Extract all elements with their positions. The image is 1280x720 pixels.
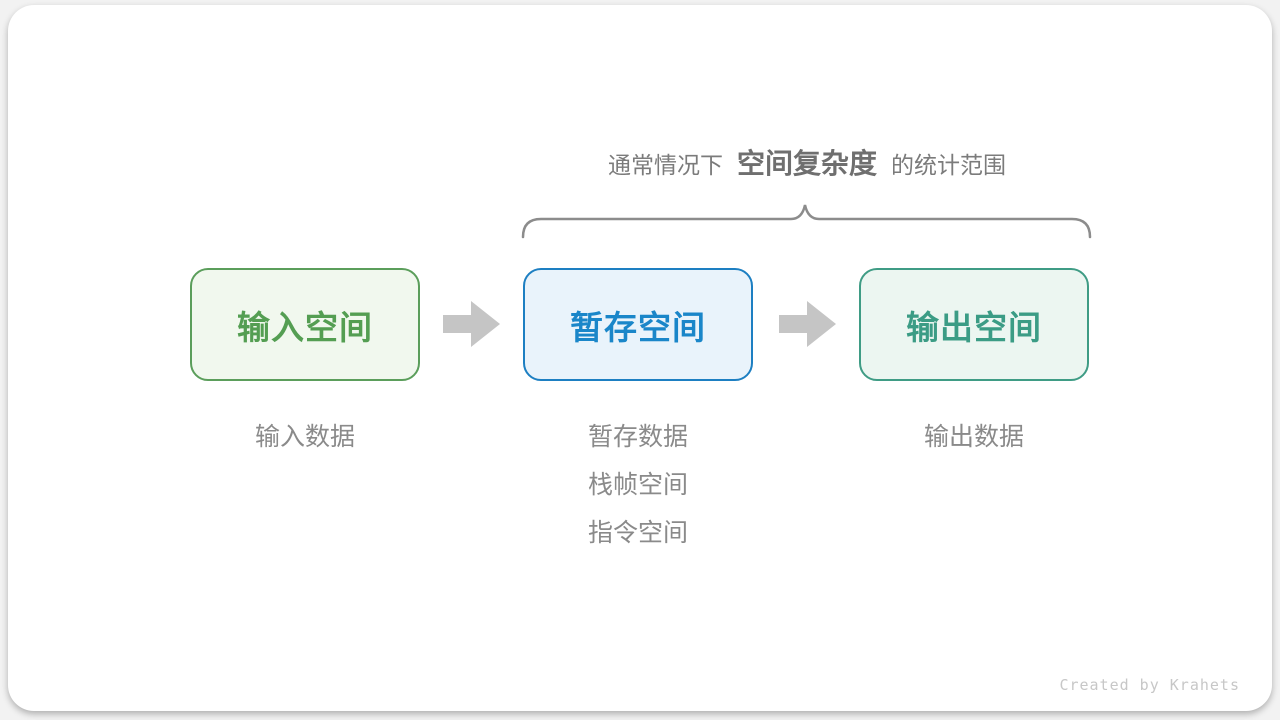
output-space-box: 输出空间 bbox=[859, 268, 1089, 381]
output-data-label: 输出数据 bbox=[923, 423, 1024, 451]
scope-caption-highlight: 空间复杂度 bbox=[736, 148, 877, 179]
credit-text: Created by Krahets bbox=[1059, 676, 1240, 694]
output-space-label: 输出空间 bbox=[906, 308, 1042, 346]
arrow-right-icon bbox=[443, 301, 500, 347]
scope-brace bbox=[521, 204, 1092, 239]
input-space-label: 输入空间 bbox=[237, 308, 373, 346]
scope-caption-suffix: 的统计范围 bbox=[891, 152, 1006, 178]
instruction-space-label: 指令空间 bbox=[587, 519, 688, 547]
arrow-right-shape bbox=[779, 301, 836, 347]
buffer-space-box: 暂存空间 bbox=[523, 268, 753, 381]
input-data-label: 输入数据 bbox=[254, 423, 355, 451]
arrow-right-shape bbox=[443, 301, 500, 347]
stack-frame-space-label: 栈帧空间 bbox=[587, 471, 688, 499]
buffer-data-label: 暂存数据 bbox=[587, 423, 688, 451]
input-space-box: 输入空间 bbox=[190, 268, 420, 381]
buffer-space-label: 暂存空间 bbox=[570, 308, 706, 346]
scope-brace-path bbox=[521, 204, 1092, 239]
arrow-right-icon bbox=[779, 301, 836, 347]
scope-caption-prefix: 通常情况下 bbox=[607, 152, 723, 178]
scope-caption: 通常情况下 空间复杂度 的统计范围 bbox=[520, 142, 1094, 186]
